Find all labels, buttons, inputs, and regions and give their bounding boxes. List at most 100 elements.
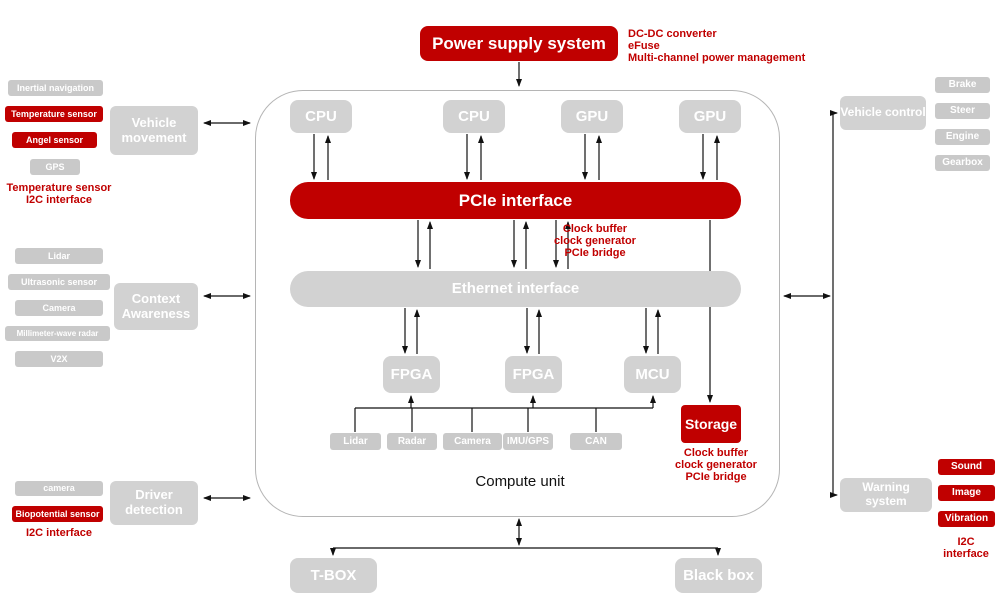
io-imu-gps-node: IMU/GPS (503, 433, 553, 450)
sensor-label: Temperature sensor (11, 108, 97, 119)
output-label: Vibration (944, 513, 989, 525)
sensor-label: camera (43, 483, 75, 494)
note-line: I2C interface (943, 536, 989, 560)
io-lidar-node: Lidar (330, 433, 381, 450)
driver-detection-notes: I2C interface (0, 527, 118, 539)
ethernet-interface-node: Ethernet interface (290, 271, 741, 307)
actuator-steer: Steer (935, 103, 990, 119)
sensor-label: Angel sensor (25, 134, 83, 145)
cpu-node-1: CPU (290, 100, 352, 133)
actuator-brake: Brake (935, 77, 990, 93)
sensor-lidar: Lidar (15, 248, 103, 264)
output-label: Sound (950, 461, 983, 473)
sensor-label: Camera (42, 302, 76, 313)
blackbox-node: Black box (675, 558, 762, 593)
sensor-label: Inertial navigation (16, 82, 94, 93)
io-label: Camera (454, 435, 491, 447)
sensor-camera: Camera (15, 300, 103, 316)
panel-title: Warning system (862, 480, 910, 508)
actuator-label: Engine (945, 131, 980, 143)
power-supply-label: Power supply system (432, 33, 606, 53)
sensor-mmwave-radar: Millimeter-wave radar (5, 326, 110, 341)
sensor-label: GPS (45, 161, 65, 172)
note-line: Temperature sensor (6, 182, 112, 194)
panel-title: Context Awareness (121, 290, 191, 321)
pcie-interface-node: PCIe interface (290, 182, 741, 219)
panel-title: Vehicle control (840, 105, 926, 120)
output-image: Image (938, 485, 995, 501)
power-supply-node: Power supply system (420, 26, 618, 61)
panel-title: Vehicle movement (121, 114, 187, 145)
sensor-label: Millimeter-wave radar (16, 328, 99, 338)
sensor-label: Biopotential sensor (15, 508, 100, 519)
warning-system-node: Warning system (840, 478, 932, 512)
output-sound: Sound (938, 459, 995, 475)
gpu-node-2: GPU (679, 100, 741, 133)
sensor-angel: Angel sensor (12, 132, 97, 148)
driver-detection-node: Driver detection (110, 481, 198, 525)
sensor-temperature: Temperature sensor (5, 106, 103, 122)
actuator-engine: Engine (935, 129, 990, 145)
note-line: eFuse (628, 40, 660, 52)
note-line: DC-DC converter (628, 28, 717, 40)
compute-unit-frame (255, 90, 780, 517)
sensor-biopotential: Biopotential sensor (12, 506, 103, 522)
sensor-driver-camera: camera (15, 481, 103, 496)
fpga-node-1: FPGA (383, 356, 440, 393)
io-camera-node: Camera (443, 433, 502, 450)
sensor-label: Lidar (47, 250, 70, 261)
sensor-inertial-navigation: Inertial navigation (8, 80, 103, 96)
tbox-label: T-BOX (310, 566, 357, 584)
note-line: I2C interface (25, 194, 93, 206)
vehicle-control-node: Vehicle control (840, 96, 926, 130)
cpu-label: CPU (305, 107, 337, 125)
io-label: Radar (397, 435, 427, 447)
note-line: clock generator (675, 459, 757, 471)
sensor-gps: GPS (30, 159, 80, 175)
actuator-label: Gearbox (942, 157, 983, 169)
compute-unit-label: Compute unit (475, 473, 565, 490)
io-can-node: CAN (570, 433, 622, 450)
io-radar-node: Radar (387, 433, 437, 450)
sensor-v2x: V2X (15, 351, 103, 367)
fpga-label: FPGA (390, 365, 433, 383)
cpu-node-2: CPU (443, 100, 505, 133)
io-label: CAN (585, 435, 607, 447)
actuator-label: Steer (949, 105, 975, 117)
note-line: clock generator (554, 235, 636, 247)
note-line: I2C interface (25, 527, 93, 539)
note-line: Clock buffer (683, 447, 749, 459)
note-line: Clock buffer (562, 223, 628, 235)
blackbox-label: Black box (683, 566, 754, 584)
fpga-node-2: FPGA (505, 356, 562, 393)
storage-node: Storage (681, 405, 741, 443)
gpu-label: GPU (693, 107, 727, 125)
storage-label: Storage (684, 415, 738, 432)
context-awareness-node: Context Awareness (114, 283, 198, 330)
vehicle-movement-notes: Temperature sensor I2C interface (0, 182, 118, 206)
tbox-node: T-BOX (290, 558, 377, 593)
mcu-label: MCU (635, 365, 670, 383)
power-supply-notes: DC-DC converter eFuse Multi-channel powe… (628, 28, 805, 64)
note-line: Multi-channel power management (628, 52, 806, 64)
mcu-node: MCU (624, 356, 681, 393)
io-label: IMU/GPS (506, 435, 550, 447)
note-line: PCIe bridge (564, 247, 626, 259)
output-vibration: Vibration (938, 511, 995, 527)
sensor-label: Ultrasonic sensor (20, 276, 98, 287)
gpu-label: GPU (575, 107, 609, 125)
actuator-gearbox: Gearbox (935, 155, 990, 171)
pcie-notes: Clock buffer clock generator PCIe bridge (535, 223, 655, 259)
panel-title: Driver detection (125, 487, 183, 517)
io-label: Lidar (343, 435, 368, 447)
actuator-label: Brake (948, 79, 977, 91)
note-line: PCIe bridge (685, 471, 747, 483)
cpu-label: CPU (458, 107, 490, 125)
storage-notes: Clock buffer clock generator PCIe bridge (663, 447, 769, 483)
pcie-label: PCIe interface (458, 190, 573, 210)
fpga-label: FPGA (512, 365, 555, 383)
gpu-node-1: GPU (561, 100, 623, 133)
warning-system-notes: I2C interface (933, 536, 999, 560)
ethernet-label: Ethernet interface (451, 280, 580, 298)
